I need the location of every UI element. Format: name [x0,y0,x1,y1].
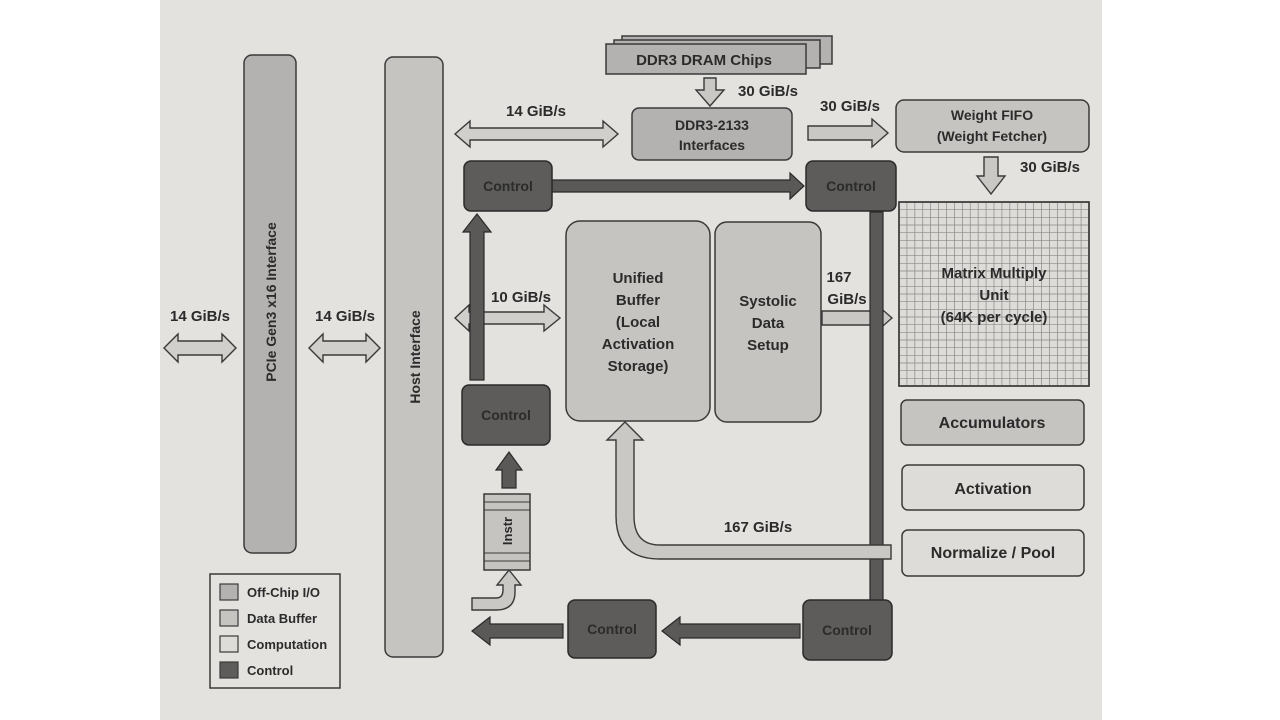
legend-label: Data Buffer [247,611,317,626]
control-label-top-left: Control [483,178,533,194]
matrix-multiply-unit: Matrix Multiply Unit (64K per cycle) [898,201,1090,387]
accumulators-label: Accumulators [939,415,1046,432]
normalize-pool-label: Normalize / Pool [931,545,1055,562]
double-arrow-pcie-host [308,332,381,364]
weight-fifo-block [895,99,1090,153]
ddr3-interfaces-block [631,107,793,161]
matrix-unit-label-1: Matrix Multiply [941,265,1047,282]
bw-host-ddr3: 14 GiB/s [506,103,566,120]
bw-dram-ddr3: 30 GiB/s [738,83,798,100]
control-bus-right [869,211,884,603]
bw-host-buffer: 10 GiB/s [491,289,551,306]
dram-chips-label: DDR3 DRAM Chips [636,52,772,69]
legend-swatch [219,609,239,627]
unified-buffer-label-3: (Local [616,314,660,331]
legend-label: Computation [247,637,327,652]
normalize-pool-block [901,529,1085,577]
arrow-control-mid-to-top [461,213,493,381]
systolic-setup-block [714,221,822,423]
unified-buffer-block [565,220,711,422]
control-label-bottom-mid: Control [587,621,637,637]
legend-label: Off-Chip I/O [247,585,320,600]
systolic-setup-label-1: Systolic [739,293,797,310]
arrow-ddr3-to-fifo [807,117,890,149]
bw-return-path: 167 GiB/s [724,519,792,536]
host-interface-block [384,56,444,658]
control-block-bottom-mid [567,599,657,659]
control-label-bottom-right: Control [822,622,872,638]
legend: Off-Chip I/O Data BufferComputationContro… [209,573,341,689]
arrow-host-to-instr [471,568,523,611]
pcie-interface-label: PCIe Gen3 x16 Interface [263,222,279,382]
matrix-unit-label-3: (64K per cycle) [941,309,1048,326]
instr-label: Instr [500,517,515,545]
arrow-control-to-control-top [551,171,805,201]
bw-pcie-left: 14 GiB/s [170,308,230,325]
double-arrow-pcie-left [163,332,237,364]
arrow-control-bottom-right-to-mid [661,615,801,647]
control-block-bottom-right [802,599,893,661]
systolic-setup-label-2: Data [752,315,785,332]
bw-pcie-host: 14 GiB/s [315,308,375,325]
double-arrow-host-buffer [453,303,562,333]
ddr3-interfaces-label-2: Interfaces [679,137,745,153]
dram-chips-stack: DDR3 DRAM Chips [605,35,833,75]
control-label-top-right: Control [826,178,876,194]
legend-swatch [219,583,239,601]
control-block-top-left [463,160,553,212]
bw-fifo-mmu: 30 GiB/s [1020,159,1080,176]
double-arrow-host-ddr3 [453,119,620,149]
unified-buffer-label-5: Storage) [608,358,669,375]
accumulators-block [900,399,1085,446]
activation-block [901,464,1085,511]
pcie-interface-block [243,54,297,554]
instruction-queue: Instr [483,493,531,571]
legend-label: Control [247,663,293,678]
activation-label: Activation [954,481,1031,498]
arrow-instr-to-control [494,450,524,489]
bw-setup-mmu-1: 167 [826,269,851,286]
arrow-control-bottom-to-host [471,615,564,647]
systolic-setup-label-3: Setup [747,337,789,354]
matrix-grid-lines [899,202,1089,386]
arrow-normalize-to-buffer [605,421,892,560]
arrow-dram-to-ddr3 [694,77,726,108]
arrow-fifo-to-mmu [975,156,1007,196]
matrix-unit-label-2: Unit [979,287,1008,304]
unified-buffer-label-4: Activation [602,336,675,353]
ddr3-interfaces-label-1: DDR3-2133 [675,117,749,133]
weight-fifo-label-2: (Weight Fetcher) [937,128,1047,144]
control-block-top-right [805,160,897,212]
control-block-mid [461,384,551,446]
unified-buffer-label-2: Buffer [616,292,660,309]
weight-fifo-label-1: Weight FIFO [951,107,1033,123]
host-interface-label: Host Interface [407,310,423,404]
bw-setup-mmu-2: GiB/s [827,291,866,308]
control-label-mid: Control [481,407,531,423]
legend-swatch [219,661,239,679]
legend-swatch [219,635,239,653]
bw-ddr3-fifo: 30 GiB/s [820,98,880,115]
unified-buffer-label-1: Unified [613,270,664,287]
